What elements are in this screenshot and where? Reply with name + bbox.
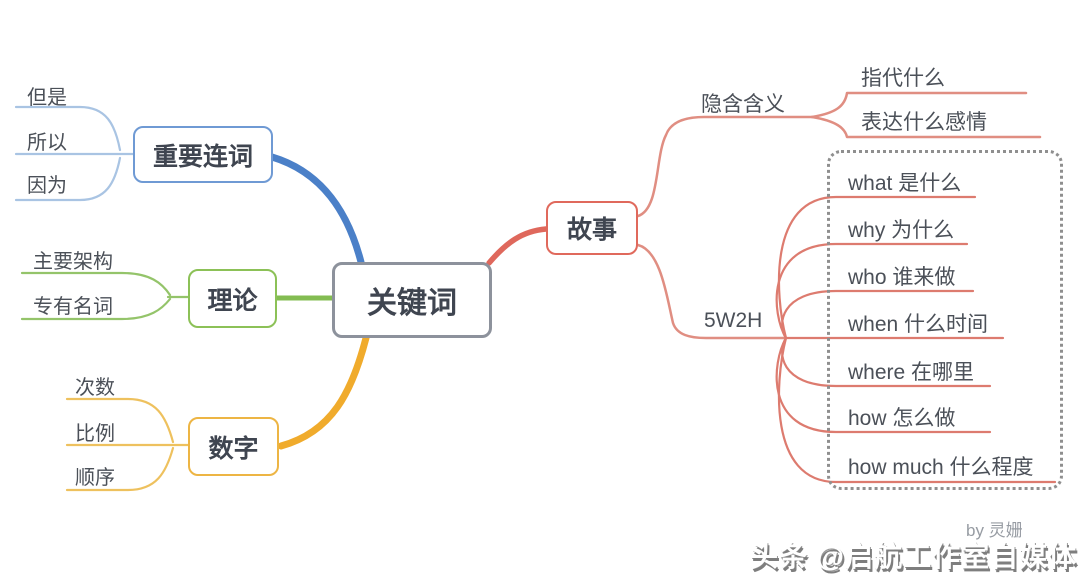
w5h2-fan-lines [775, 195, 1057, 484]
watermark-text: 头条 @启航工作室自媒体 [750, 541, 1078, 572]
leaf-how[interactable]: how 怎么做 [848, 407, 956, 430]
leaf-proper-noun[interactable]: 专有名词 [33, 296, 113, 318]
leaf-ratio[interactable]: 比例 [75, 423, 115, 445]
label-implied-meaning[interactable]: 隐含含义 [701, 93, 785, 116]
leaf-but[interactable]: 但是 [27, 87, 67, 109]
leaf-why[interactable]: why 为什么 [848, 219, 955, 242]
leaf-how-much[interactable]: how much 什么程度 [848, 456, 1034, 479]
node-conjunctions[interactable]: 重要连词 [133, 126, 273, 183]
w5h2-dotted-frame [827, 150, 1063, 490]
leaf-so[interactable]: 所以 [27, 132, 67, 154]
leaf-refers-to-what[interactable]: 指代什么 [861, 67, 945, 90]
leaf-expresses-emotion[interactable]: 表达什么感情 [861, 111, 987, 134]
conjunctions-child-lines [14, 105, 135, 202]
node-keywords[interactable]: 关键词 [332, 262, 492, 338]
conjunctions-main-branch [268, 153, 365, 266]
leaf-what[interactable]: what 是什么 [848, 172, 962, 195]
leaf-when[interactable]: when 什么时间 [848, 313, 989, 336]
node-numbers[interactable]: 数字 [188, 417, 279, 476]
story-sub-lines [636, 91, 1042, 340]
leaf-count[interactable]: 次数 [75, 377, 115, 399]
theory-child-lines [20, 271, 190, 321]
numbers-child-lines [65, 397, 190, 492]
story-main-branch [486, 226, 549, 266]
leaf-because[interactable]: 因为 [27, 175, 67, 197]
leaf-where[interactable]: where 在哪里 [848, 361, 975, 384]
leaf-main-structure[interactable]: 主要架构 [33, 251, 113, 273]
leaf-order[interactable]: 顺序 [75, 467, 115, 489]
label-5w2h[interactable]: 5W2H [704, 309, 763, 332]
leaf-who[interactable]: who 谁来做 [848, 266, 956, 289]
numbers-main-branch [277, 334, 370, 450]
node-story[interactable]: 故事 [546, 201, 638, 255]
credit-byline: by 灵姗 [966, 521, 1023, 540]
node-theory[interactable]: 理论 [188, 269, 277, 328]
